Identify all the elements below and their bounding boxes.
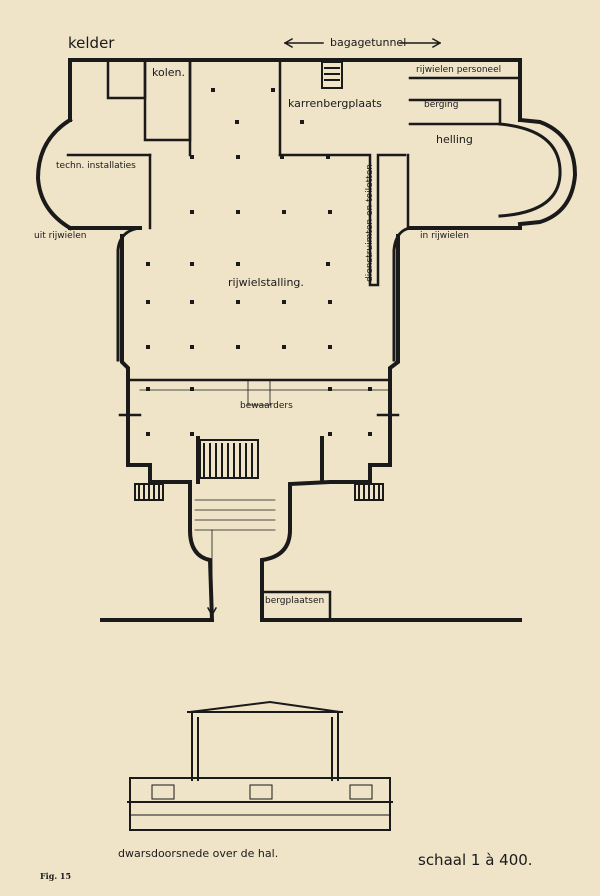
kelder-title: kelder (68, 34, 115, 52)
dienstruimten-label: dienstruimten en toiletten (365, 164, 375, 282)
berging-label: berging (424, 100, 459, 110)
bicycle-ramps (116, 122, 562, 362)
bagagetunnel-label: bagagetunnel (330, 36, 407, 49)
helling-label: helling (436, 133, 473, 146)
guide-lines (139, 379, 391, 621)
uit-rijwielen-label: uit rijwielen (34, 231, 87, 241)
interior-partitions (66, 58, 522, 417)
scale-label: schaal 1 à 400. (418, 851, 533, 869)
stairs (134, 61, 384, 501)
bagagetunnel-arrows (206, 37, 442, 617)
techn-installaties-label: techn. installaties (56, 161, 136, 171)
kolen-label: kolen. (152, 66, 185, 79)
cross-section (127, 700, 393, 831)
column-markers (146, 88, 372, 436)
rijwielstalling-label: rijwielstalling. (228, 276, 304, 289)
in-rijwielen-label: in rijwielen (420, 231, 469, 241)
bergplaatsen-room (260, 590, 332, 622)
bewaarders-label: bewaarders (240, 401, 293, 411)
bergplaatsen-label: bergplaatsen (265, 596, 325, 606)
section-caption: dwarsdoorsnede over de hal. (118, 847, 279, 860)
karrenbergplaats-label: karrenbergplaats (288, 97, 382, 110)
figure-number: Fig. 15 (40, 871, 72, 881)
outer-walls (35, 58, 578, 622)
rijwielen-personeel-label: rijwielen personeel (416, 65, 502, 75)
